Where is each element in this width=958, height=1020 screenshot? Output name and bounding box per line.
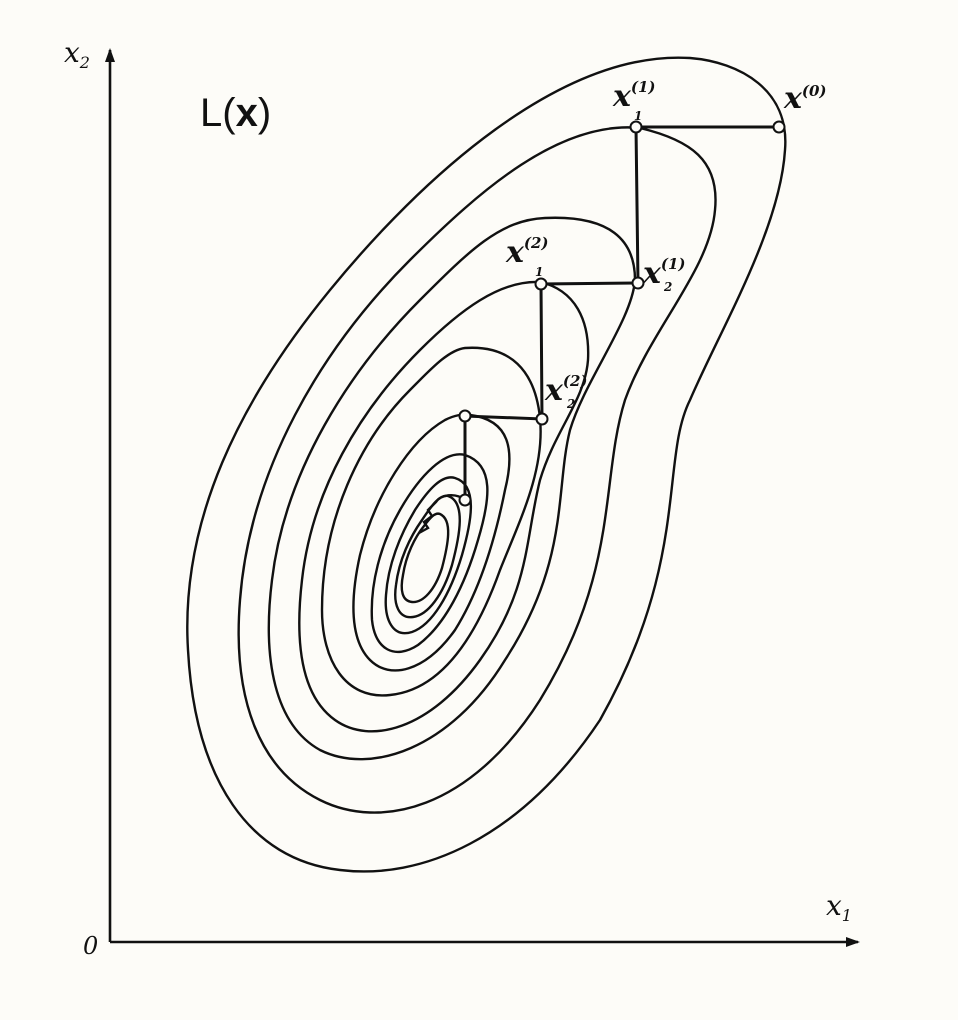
contour-4 (298, 280, 590, 733)
point-x12 (534, 277, 548, 291)
contour-10 (400, 512, 450, 604)
contour-9 (394, 494, 461, 619)
label-x0: x(0) (783, 81, 827, 116)
function-title: L(x) (200, 91, 271, 135)
search-path (418, 125, 779, 535)
point-x11 (629, 120, 643, 134)
contour-lines (186, 56, 787, 873)
label-x22: x(2) 2 (544, 359, 598, 411)
point-x13 (458, 409, 472, 423)
contour-1 (186, 56, 787, 873)
label-x21: x(1) 2 (642, 242, 696, 294)
contour-8 (384, 476, 473, 635)
point-x0 (772, 120, 786, 134)
origin-label: 0 (83, 932, 98, 960)
label-x11: x(1) 1 (612, 65, 666, 123)
x-axis-label: x1 (826, 889, 852, 925)
point-x23 (458, 493, 472, 507)
zigzag-tail (418, 494, 466, 535)
y-axis-label: x2 (64, 36, 90, 72)
contour-5 (320, 346, 542, 697)
point-x21 (631, 276, 645, 290)
contour-3 (267, 216, 637, 761)
iterate-points (458, 120, 786, 507)
label-x12: x(2) 1 (505, 221, 559, 279)
point-x22 (535, 412, 549, 426)
contour-7 (370, 453, 489, 654)
contour-2 (237, 126, 717, 814)
contour-6 (352, 413, 511, 672)
